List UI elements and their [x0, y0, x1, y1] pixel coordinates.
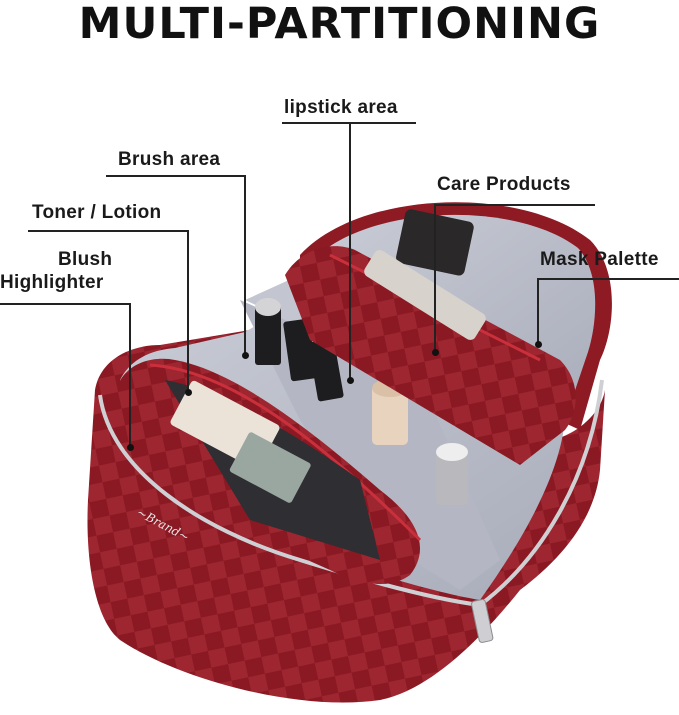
callout-mask-label: Mask Palette — [540, 249, 659, 270]
callout-mask-leader — [537, 278, 539, 344]
callout-mask-dot — [535, 341, 542, 348]
callout-blush-label-line1: Blush — [58, 249, 113, 270]
callout-toner-label: Toner / Lotion — [32, 202, 162, 223]
callout-care-leader — [434, 204, 436, 352]
callout-blush-leader — [129, 303, 131, 447]
callout-care-dot — [432, 349, 439, 356]
callout-toner-dot — [185, 389, 192, 396]
callout-brush-underline — [106, 175, 245, 177]
page-title: MULTI-PARTITIONING — [78, 0, 601, 49]
callout-care-underline — [434, 204, 595, 206]
callout-blush-label-line2: Highlighter — [0, 272, 104, 293]
callout-lipstick-label: lipstick area — [284, 97, 398, 118]
callout-mask-underline — [537, 278, 679, 280]
callout-toner-leader — [187, 230, 189, 392]
callout-brush-leader — [244, 175, 246, 355]
callout-lipstick-leader — [349, 122, 351, 380]
callout-lipstick-dot — [347, 377, 354, 384]
callout-care-label: Care Products — [437, 174, 571, 195]
callout-toner-underline — [28, 230, 188, 232]
callout-brush-label: Brush area — [118, 149, 221, 170]
callout-brush-dot — [242, 352, 249, 359]
callout-blush-underline — [0, 303, 130, 305]
zipper-pull — [471, 599, 494, 643]
callout-blush-dot — [127, 444, 134, 451]
